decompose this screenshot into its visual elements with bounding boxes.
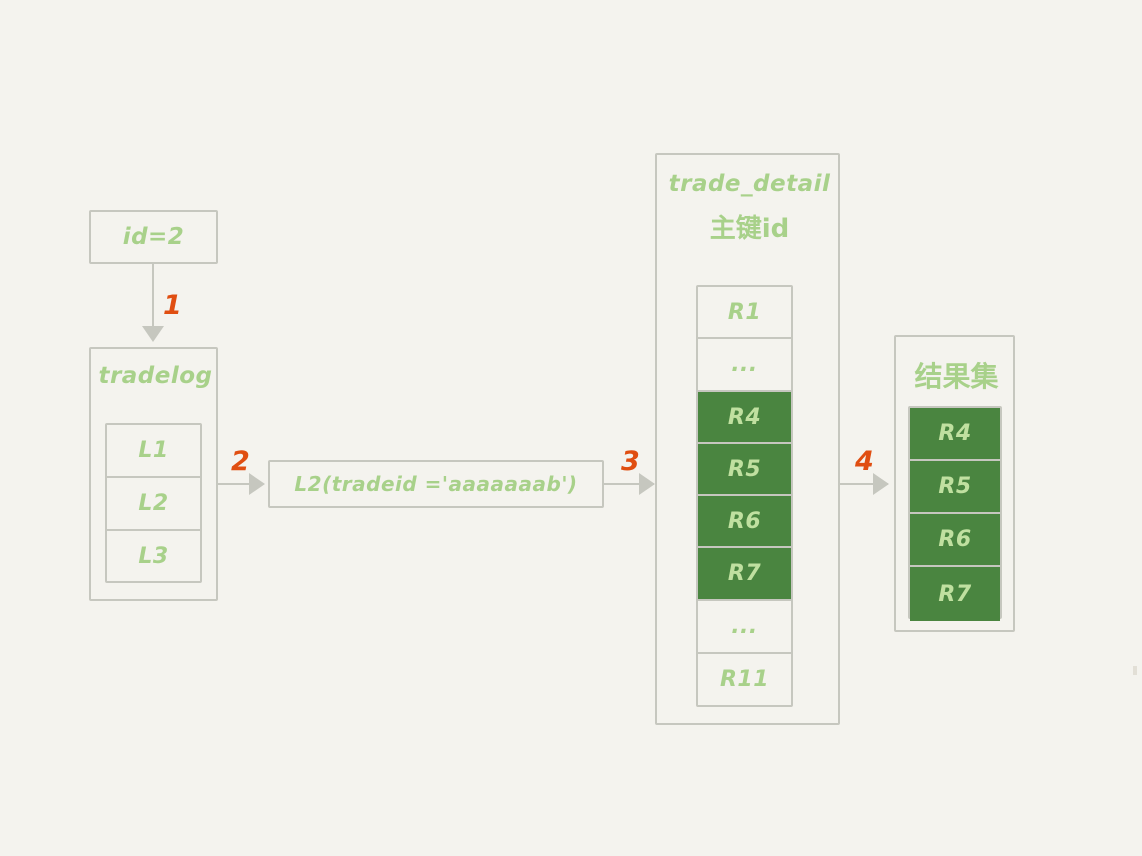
step-number-1: 1 (163, 290, 182, 321)
node-tradelog-title: tradelog (98, 363, 213, 389)
list-item: R7 (910, 567, 1000, 621)
step-number-2: 2 (231, 446, 250, 477)
list-item: L1 (107, 425, 200, 478)
list-item: R1 (698, 287, 791, 339)
node-tradelog-rows: L1 L2 L3 (105, 423, 202, 583)
connector-2-arrowhead (249, 473, 265, 495)
connector-1-line (152, 264, 154, 326)
node-tradelog: tradelog (89, 347, 218, 601)
list-item: ... (698, 601, 791, 654)
list-item: R5 (910, 461, 1000, 514)
node-lookup: L2(tradeid ='aaaaaaab') (268, 460, 604, 508)
node-lookup-label: L2(tradeid ='aaaaaaab') (294, 472, 578, 496)
step-number-3: 3 (621, 446, 640, 477)
list-item: R4 (698, 392, 791, 444)
connector-2-line (218, 483, 252, 485)
step-number-4: 4 (855, 446, 874, 477)
connector-3-arrowhead (639, 473, 655, 495)
list-item: L2 (107, 478, 200, 531)
node-id-filter: id=2 (89, 210, 218, 264)
node-id-filter-label: id=2 (122, 224, 185, 250)
list-item: R11 (719, 667, 770, 692)
node-trade-detail-rows: R1 ... R4 R5 R6 R7 ... R11 (696, 285, 793, 707)
list-item: R4 (910, 408, 1000, 461)
node-result-set-title: 结果集 (914, 360, 999, 393)
node-result-set-rows: R4 R5 R6 R7 (908, 406, 1002, 621)
scan-artifact (1133, 666, 1137, 675)
connector-3-line (604, 483, 654, 485)
node-trade-detail-subtitle: 主键id (709, 214, 790, 244)
connector-4-line (840, 483, 888, 485)
list-item: ... (698, 339, 791, 392)
connector-4-arrowhead (873, 473, 889, 495)
list-item: L3 (138, 543, 169, 569)
list-item: R6 (698, 496, 791, 548)
list-item: R5 (698, 444, 791, 496)
list-item: R7 (698, 548, 791, 601)
connector-1-arrowhead (142, 326, 164, 342)
node-trade-detail-title: trade_detail (668, 171, 831, 197)
list-item: R6 (910, 514, 1000, 567)
